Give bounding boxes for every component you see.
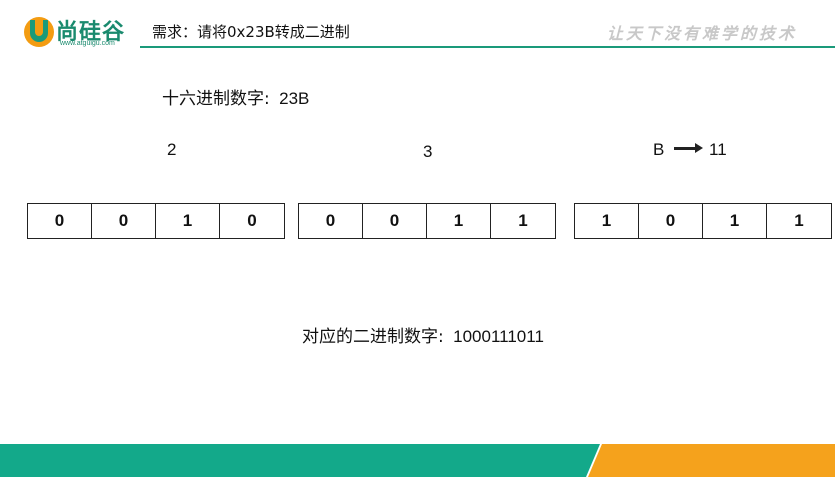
bit-cell: 1 xyxy=(518,211,528,230)
bit-cell: 0 xyxy=(92,204,156,238)
hex-digit-3-label: 3 xyxy=(423,142,433,161)
slogan: 让天下没有难学的技术 xyxy=(606,24,797,43)
logo-text: 尚硅谷 xyxy=(56,20,126,45)
bit-cell: 1 xyxy=(703,204,767,238)
nibble-box-2: 0 0 1 0 xyxy=(27,203,285,239)
nibble-box-b: 1 0 1 1 xyxy=(574,203,832,239)
hex-digit-2-label: 2 xyxy=(167,140,177,159)
slide-header: 尚硅谷 www.atguigu.com 需求：请将0x23B转成二进制 让天下没… xyxy=(0,0,835,52)
bit-cell: 0 xyxy=(28,204,92,238)
bit-cell: 1 xyxy=(575,204,639,238)
bit-cell: 1 xyxy=(427,204,491,238)
nibble-box-3: 0 0 1 1 xyxy=(298,203,556,239)
bit-cell: 1 xyxy=(156,204,220,238)
hex-digit-b-label: B xyxy=(653,140,665,159)
bit-cell: 0 xyxy=(299,204,363,238)
footer-green-stripe xyxy=(0,444,600,477)
result-value: 1000111011 xyxy=(453,327,544,346)
hex-value: 23B xyxy=(279,89,310,108)
result-label: 对应的二进制数字: xyxy=(302,327,444,347)
bit-cell: 0 xyxy=(639,204,703,238)
binary-result-line: 对应的二进制数字: 1000111011 xyxy=(302,322,544,347)
atguigu-logo-icon xyxy=(24,17,54,47)
hex-digit-b-decimal: 11 xyxy=(709,140,727,159)
hex-number-line: 十六进制数字: 23B xyxy=(162,84,309,109)
slide-title: 需求：请将0x23B转成二进制 xyxy=(152,23,350,41)
footer-band xyxy=(0,444,835,477)
bit-cell: 0 xyxy=(247,211,257,230)
bit-cell: 1 xyxy=(794,211,804,230)
hex-label: 十六进制数字: xyxy=(162,89,270,109)
header-divider xyxy=(140,46,835,48)
logo-url: www.atguigu.com xyxy=(60,40,115,47)
right-arrow-icon xyxy=(674,143,703,153)
footer-orange-stripe xyxy=(588,444,835,477)
bit-cell: 0 xyxy=(363,204,427,238)
